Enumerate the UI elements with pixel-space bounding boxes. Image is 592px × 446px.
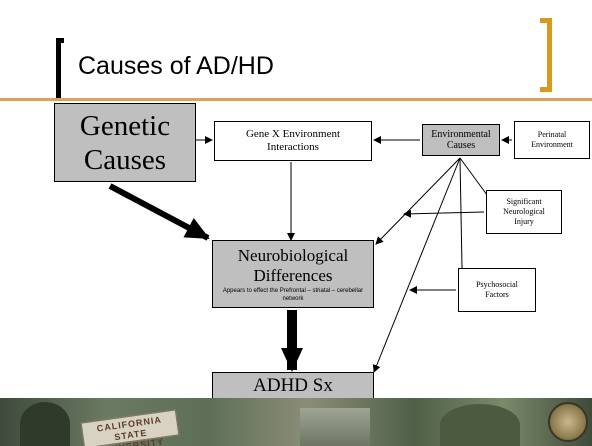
slide-title: Causes of AD/HD (78, 52, 274, 80)
node-environmental-causes: Environmental Causes (422, 124, 500, 156)
node-adhd-sx: ADHD Sx (212, 372, 374, 399)
arrow-env-to-neuro (375, 157, 461, 245)
node-neurobiological-differences-sublabel: Appears to effect the Prefrontal – stria… (222, 287, 364, 302)
footer-tree-left (20, 402, 70, 446)
footer-tree-right (440, 404, 520, 446)
arrow-genetic-to-neuro (108, 183, 210, 241)
node-adhd-sx-label: ADHD Sx (253, 374, 333, 396)
node-psychosocial-factors: Psychosocial Factors (458, 268, 536, 312)
title-bracket-left (56, 38, 64, 100)
arrow-env-to-injury (459, 157, 491, 200)
footer-university-seal (548, 402, 588, 442)
node-psychosocial-factors-label: Psychosocial Factors (476, 280, 518, 299)
node-gene-x-environment-label: Gene X Environment Interactions (245, 128, 341, 153)
arrow-env-to-psychosocial (459, 157, 463, 269)
node-neurobiological-differences: Neurobiological Differences Appears to e… (212, 240, 374, 308)
node-gene-x-environment: Gene X Environment Interactions (214, 121, 372, 161)
title-underline (0, 98, 592, 101)
node-genetic-causes-label: Genetic Causes (79, 109, 171, 176)
arrow-injury-to-neuro (403, 209, 485, 218)
title-bracket-right (540, 18, 552, 92)
node-significant-neurological-injury-label: Significant Neurological Injury (503, 197, 545, 226)
node-neurobiological-differences-label: Neurobiological Differences (237, 245, 349, 285)
node-environmental-causes-label: Environmental Causes (431, 129, 491, 151)
footer-photo-strip: CALIFORNIA STATE UNIVERSITY (0, 398, 592, 446)
arrow-env-to-adhd (372, 157, 461, 373)
node-perinatal-environment: Perinatal Environment (514, 121, 590, 159)
footer-building (300, 408, 370, 446)
node-perinatal-environment-label: Perinatal Environment (531, 130, 573, 149)
footer-university-sign: CALIFORNIA STATE UNIVERSITY (80, 409, 180, 446)
node-significant-neurological-injury: Significant Neurological Injury (486, 190, 562, 234)
node-genetic-causes: Genetic Causes (54, 103, 196, 182)
